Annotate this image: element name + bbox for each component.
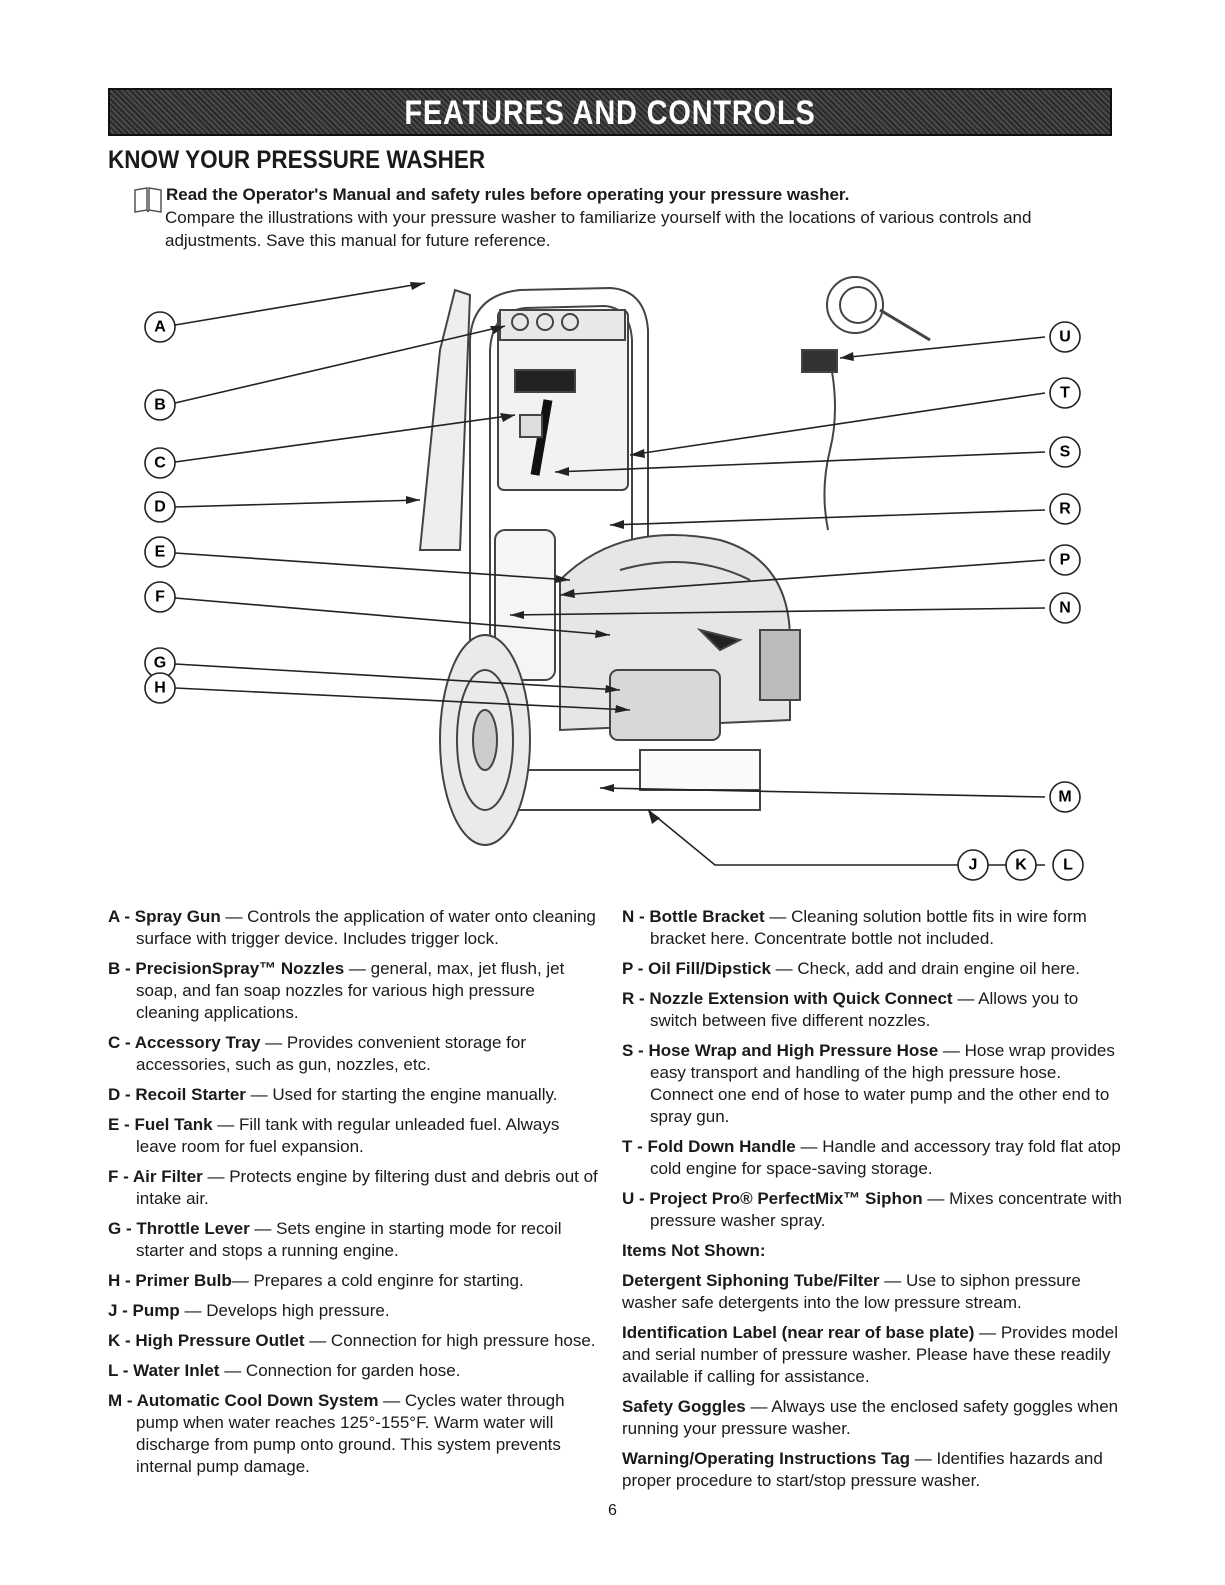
list-item: D - Recoil Starter — Used for starting t… bbox=[108, 1085, 558, 1104]
banner-title: FEATURES AND CONTROLS bbox=[404, 94, 816, 132]
list-item: C - Accessory Tray — Provides convenient… bbox=[108, 1033, 526, 1074]
callout-m: M bbox=[1058, 789, 1071, 806]
manual-book-icon bbox=[134, 187, 162, 213]
callout-g: G bbox=[154, 655, 166, 672]
callout-k: K bbox=[1015, 857, 1027, 874]
list-item: S - Hose Wrap and High Pressure Hose — H… bbox=[622, 1041, 1115, 1126]
intro-text: Read the Operator's Manual and safety ru… bbox=[165, 183, 1106, 252]
callout-c: C bbox=[154, 455, 166, 472]
callout-s: S bbox=[1060, 444, 1071, 461]
callout-leader-lines bbox=[174, 282, 1046, 866]
left-feature-list: A - Spray Gun — Controls the application… bbox=[108, 906, 598, 1486]
callout-markers bbox=[144, 311, 1084, 881]
list-item: J - Pump — Develops high pressure. bbox=[108, 1301, 390, 1320]
intro-lead: Read the Operator's Manual and safety ru… bbox=[166, 185, 850, 204]
callout-labels: A B C D E F G H U T S R P N M J K L bbox=[154, 319, 1073, 874]
callout-t: T bbox=[1060, 385, 1070, 402]
callout-b: B bbox=[154, 397, 166, 414]
pressure-washer-diagram: A B C D E F G H U T S R P N M J K L bbox=[144, 276, 1084, 881]
callout-d: D bbox=[154, 499, 166, 516]
list-item: P - Oil Fill/Dipstick — Check, add and d… bbox=[622, 959, 1080, 978]
callout-f: F bbox=[155, 589, 165, 606]
list-item: F - Air Filter — Protects engine by filt… bbox=[108, 1167, 598, 1208]
right-feature-list: N - Bottle Bracket — Cleaning solution b… bbox=[622, 906, 1122, 1500]
list-item: K - High Pressure Outlet — Connection fo… bbox=[108, 1331, 596, 1350]
callout-j: J bbox=[969, 857, 978, 874]
list-item: B - PrecisionSpray™ Nozzles — general, m… bbox=[108, 959, 565, 1022]
callout-u: U bbox=[1059, 329, 1071, 346]
callout-n: N bbox=[1059, 600, 1071, 617]
section-banner: FEATURES AND CONTROLS bbox=[108, 88, 1112, 136]
list-item: Identification Label (near rear of base … bbox=[622, 1323, 1118, 1386]
list-item: U - Project Pro® PerfectMix™ Siphon — Mi… bbox=[622, 1189, 1122, 1230]
list-item: Warning/Operating Instructions Tag — Ide… bbox=[622, 1449, 1103, 1490]
list-item: M - Automatic Cool Down System — Cycles … bbox=[108, 1391, 565, 1476]
list-item: L - Water Inlet — Connection for garden … bbox=[108, 1361, 461, 1380]
list-item: R - Nozzle Extension with Quick Connect … bbox=[622, 989, 1079, 1030]
callout-r: R bbox=[1059, 501, 1071, 518]
callout-h: H bbox=[154, 680, 166, 697]
callout-arrowheads bbox=[406, 282, 854, 824]
pressure-washer-illustration bbox=[418, 276, 931, 846]
list-item: G - Throttle Lever — Sets engine in star… bbox=[108, 1219, 562, 1260]
list-item: T - Fold Down Handle — Handle and access… bbox=[622, 1137, 1121, 1178]
list-item: Detergent Siphoning Tube/Filter — Use to… bbox=[622, 1271, 1081, 1312]
callout-e: E bbox=[155, 544, 166, 561]
page-number: 6 bbox=[608, 1502, 617, 1519]
list-item: A - Spray Gun — Controls the application… bbox=[108, 907, 596, 948]
page-title: KNOW YOUR PRESSURE WASHER bbox=[108, 146, 486, 174]
list-item: N - Bottle Bracket — Cleaning solution b… bbox=[622, 907, 1087, 948]
callout-l: L bbox=[1063, 857, 1073, 874]
list-item: H - Primer Bulb— Prepares a cold enginre… bbox=[108, 1271, 524, 1290]
intro-body: Compare the illustrations with your pres… bbox=[165, 208, 1032, 250]
items-not-shown-heading: Items Not Shown: bbox=[622, 1241, 766, 1260]
list-item: Safety Goggles — Always use the enclosed… bbox=[622, 1397, 1119, 1438]
callout-p: P bbox=[1060, 552, 1071, 569]
callout-a: A bbox=[154, 319, 166, 336]
list-item: E - Fuel Tank — Fill tank with regular u… bbox=[108, 1115, 560, 1156]
